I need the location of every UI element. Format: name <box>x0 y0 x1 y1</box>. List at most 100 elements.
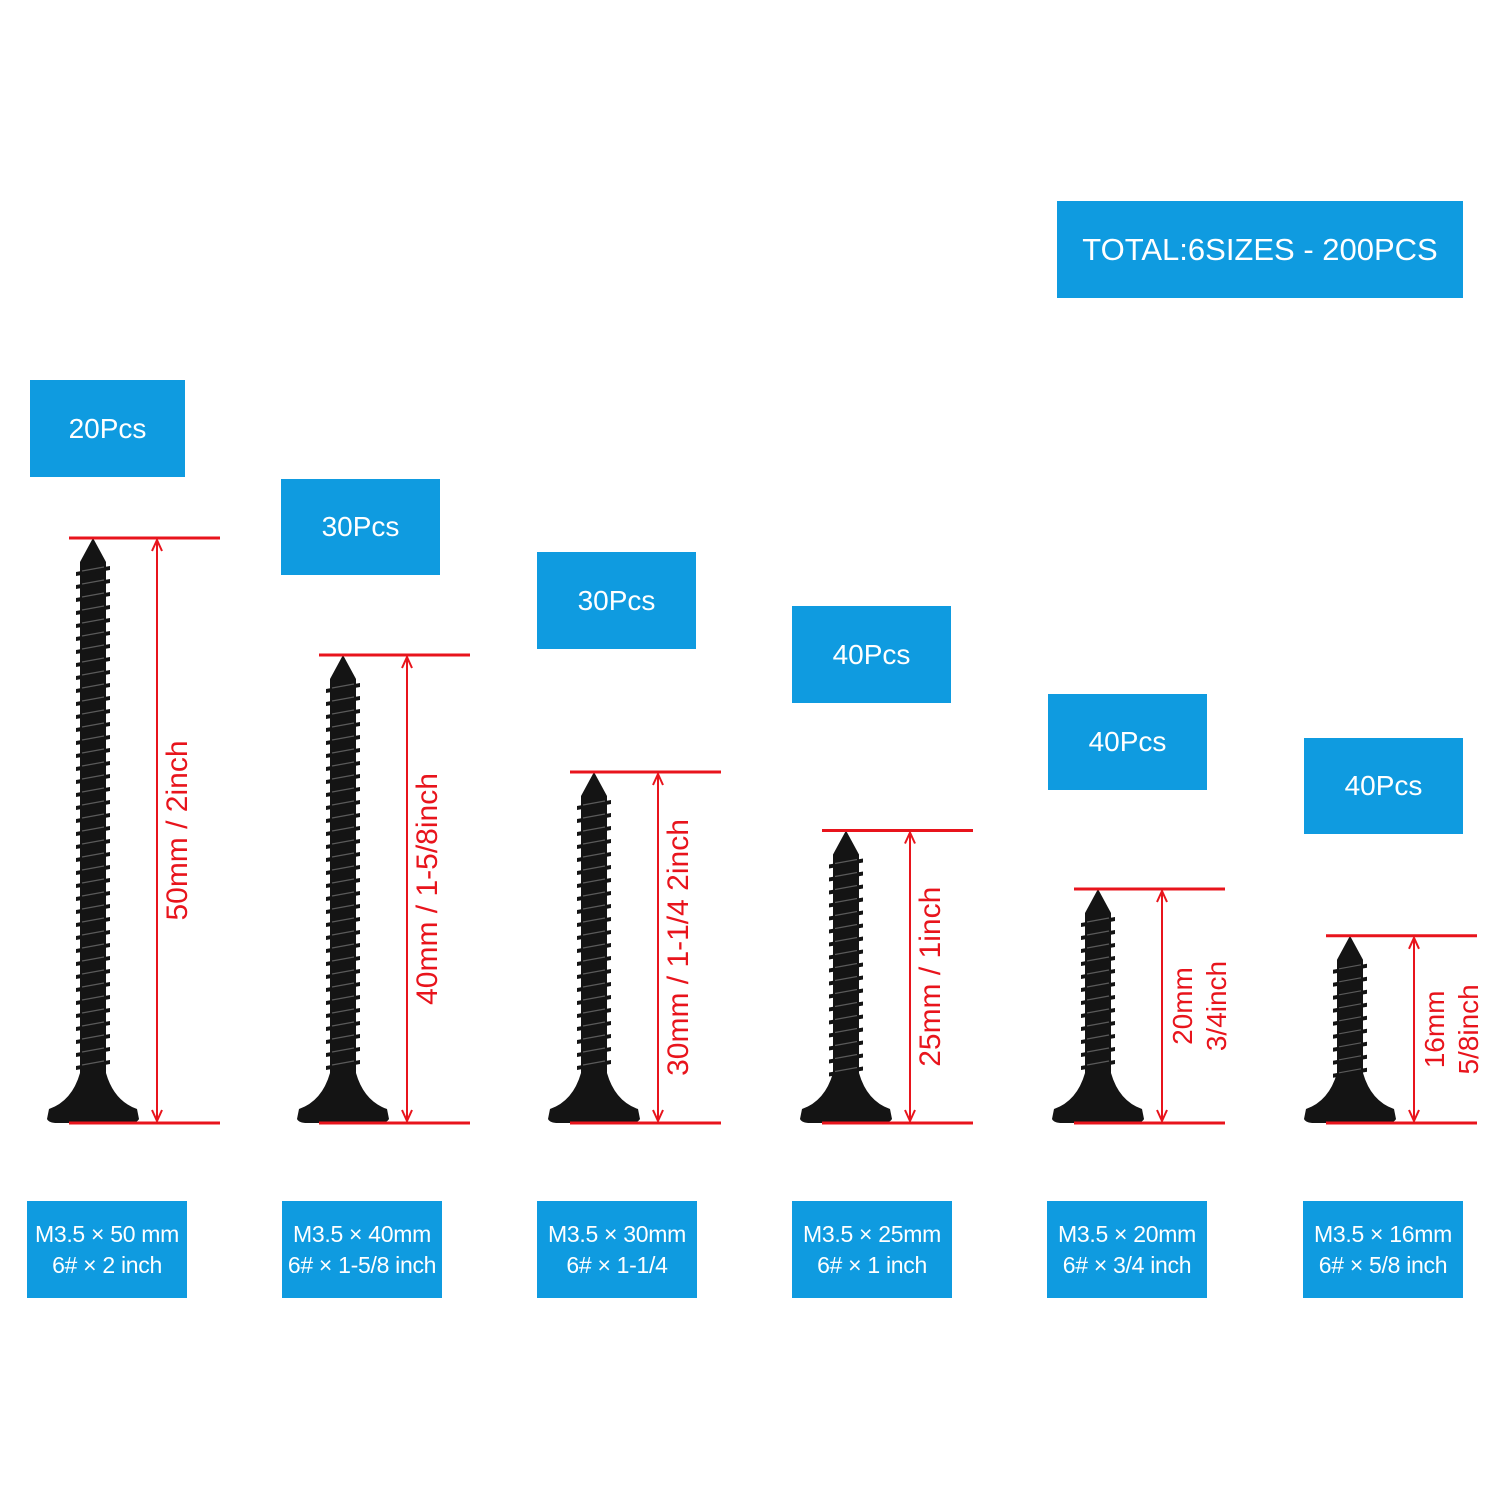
screw-thread <box>577 865 611 875</box>
spec-metric: M3.5 × 50 mm <box>34 1221 180 1248</box>
thread-highlight <box>331 735 355 741</box>
thread-highlight <box>81 618 105 624</box>
spec-badge-1: M3.5 × 50 mm 6# × 2 inch <box>27 1201 187 1298</box>
screw-6 <box>1304 935 1396 1123</box>
screw-thread <box>76 774 110 784</box>
thread-highlight <box>834 988 858 995</box>
screw-thread <box>829 884 863 895</box>
screw-thread <box>326 722 360 732</box>
thread-highlight <box>834 897 858 904</box>
thread-highlight <box>582 943 606 949</box>
thread-highlight <box>331 1047 355 1053</box>
screw-thread <box>326 878 360 888</box>
spec-badge-5: M3.5 × 20mm 6# × 3/4 inch <box>1047 1201 1207 1298</box>
screw-thread <box>326 891 360 901</box>
screw-thread <box>76 852 110 862</box>
thread-highlight <box>331 904 355 910</box>
thread-highlight <box>1086 1034 1110 1040</box>
screw-thread <box>326 696 360 706</box>
dimension-label: 30mm / 1-1/4 2inch <box>662 819 695 1076</box>
thread-highlight <box>1086 969 1110 975</box>
thread-highlight <box>331 761 355 767</box>
thread-highlight <box>81 1021 105 1027</box>
arrow-head-top <box>151 537 163 552</box>
screw-thread <box>76 800 110 810</box>
spec-badge-3: M3.5 × 30mm 6# × 1-1/4 <box>537 1201 697 1298</box>
screw-thread <box>76 982 110 992</box>
thread-highlight <box>331 787 355 793</box>
thread-highlight <box>1086 956 1110 962</box>
spec-imperial: 6# × 3/4 inch <box>1062 1251 1192 1278</box>
thread-highlight <box>1086 943 1110 949</box>
spec-metric: M3.5 × 20mm <box>1058 1221 1196 1248</box>
screw-thread <box>577 930 611 940</box>
screw-thread <box>829 923 863 934</box>
screw-thread <box>76 1034 110 1044</box>
arrow-head-bottom <box>1408 1109 1420 1124</box>
thread-highlight <box>81 969 105 975</box>
thread-highlight <box>582 930 606 936</box>
arrow-head-bottom <box>904 1109 916 1124</box>
screw-thread <box>326 1034 360 1044</box>
screw-thread <box>577 878 611 888</box>
screw-thread <box>829 910 863 921</box>
count-badge-4: 40Pcs <box>792 606 951 703</box>
thread-highlight <box>331 969 355 975</box>
thread-highlight <box>81 852 105 858</box>
screw-thread <box>76 1047 110 1057</box>
screw-thread <box>76 605 110 615</box>
thread-highlight <box>331 1021 355 1027</box>
screw-body <box>1052 889 1144 1123</box>
thread-highlight <box>582 995 606 1001</box>
screw-thread <box>76 709 110 719</box>
screw-thread <box>76 930 110 940</box>
thread-highlight <box>331 982 355 988</box>
thread-highlight <box>81 1034 105 1040</box>
total-label: TOTAL:6SIZES - 200PCS <box>1082 231 1438 267</box>
screw-thread <box>829 988 863 999</box>
screw-thread <box>326 904 360 914</box>
screw-thread <box>76 735 110 745</box>
thread-highlight <box>81 657 105 663</box>
thread-highlight <box>582 1034 606 1040</box>
screw-thread <box>829 871 863 882</box>
screw-thread <box>326 1008 360 1018</box>
screw-thread <box>829 1040 863 1051</box>
thread-highlight <box>834 1027 858 1034</box>
screw-thread <box>577 1047 611 1057</box>
thread-highlight <box>582 826 606 832</box>
screw-4 <box>800 830 892 1123</box>
thread-highlight <box>582 1008 606 1014</box>
screw-thread <box>577 891 611 901</box>
screw-body <box>1304 935 1396 1123</box>
thread-highlight <box>582 917 606 923</box>
thread-highlight <box>331 956 355 962</box>
count-label: 40Pcs <box>1088 726 1167 757</box>
screw-thread <box>326 956 360 966</box>
screw-thread <box>829 949 863 960</box>
screw-thread <box>76 631 110 641</box>
spec-badge-6: M3.5 × 16mm 6# × 5/8 inch <box>1303 1201 1463 1298</box>
thread-highlight <box>834 858 858 865</box>
screw-thread <box>326 813 360 823</box>
screw-thread <box>76 943 110 953</box>
thread-highlight <box>582 956 606 962</box>
dimension-label: 40mm / 1-5/8inch <box>411 773 444 1005</box>
thread-highlight <box>81 995 105 1001</box>
thread-highlight <box>582 1060 606 1066</box>
screw-thread <box>326 683 360 693</box>
screw-thread <box>829 1014 863 1025</box>
screw-thread <box>76 592 110 602</box>
screw-thread <box>326 826 360 836</box>
thread-highlight <box>81 904 105 910</box>
thread-highlight <box>81 982 105 988</box>
screw-thread <box>577 813 611 823</box>
thread-highlight <box>582 891 606 897</box>
thread-highlight <box>582 865 606 871</box>
screw-thread <box>326 774 360 784</box>
count-label: 40Pcs <box>832 638 911 670</box>
arrow-head-bottom <box>1156 1109 1168 1124</box>
arrow-head-top <box>401 654 413 669</box>
thread-highlight <box>81 774 105 780</box>
